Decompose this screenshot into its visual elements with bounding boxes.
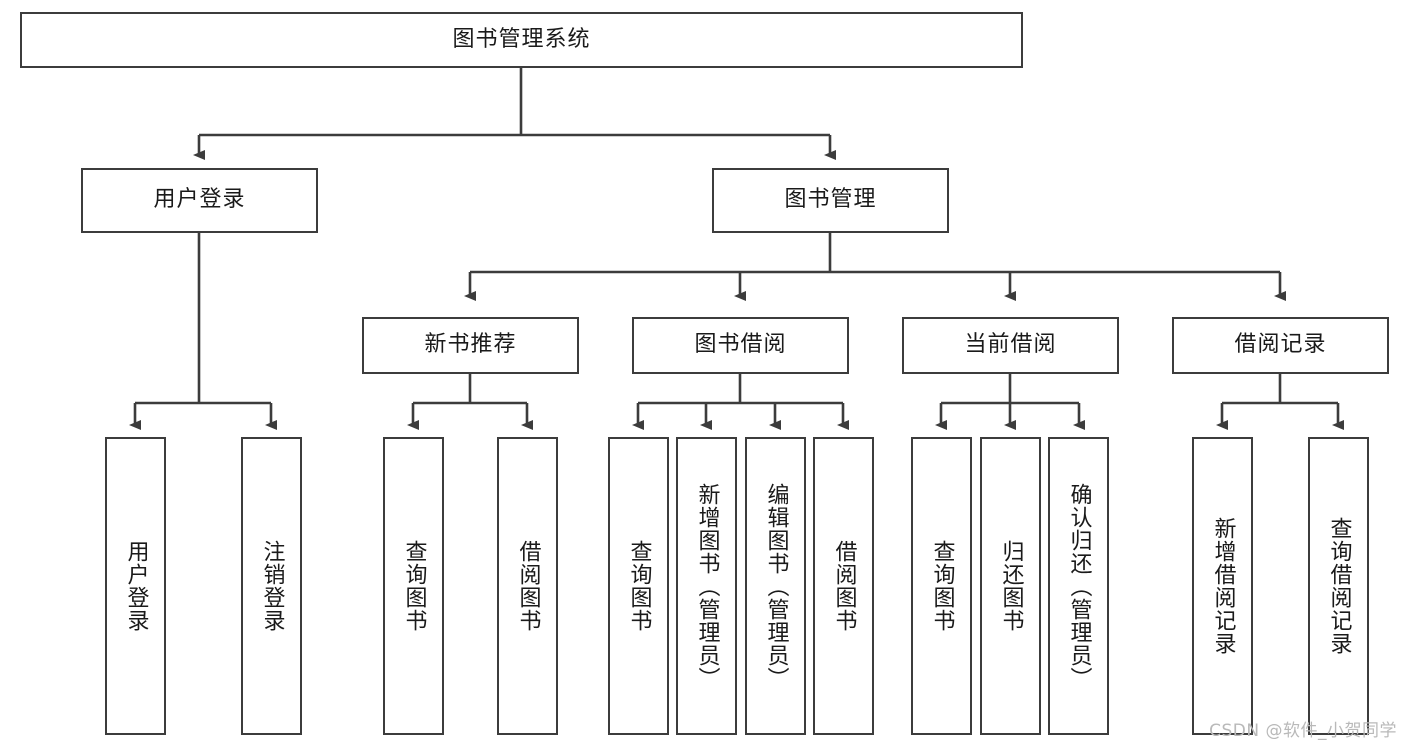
node-label: 归还图书 xyxy=(998,540,1024,632)
leaf-edit-book-admin[interactable]: 编辑图书（管理员） xyxy=(745,437,806,735)
node-label: 查询借阅记录 xyxy=(1326,517,1352,655)
node-label: 用户登录 xyxy=(153,187,246,213)
node-current-borrow[interactable]: 当前借阅 xyxy=(902,317,1119,374)
leaf-query-book-current[interactable]: 查询图书 xyxy=(911,437,972,735)
node-label: 查询图书 xyxy=(626,540,652,632)
leaf-query-book-borrow[interactable]: 查询图书 xyxy=(608,437,669,735)
csdn-watermark: CSDN @软件_小贺同学 xyxy=(1209,721,1397,741)
node-label: 确认归还（管理员） xyxy=(1066,482,1092,690)
node-label: 新增借阅记录 xyxy=(1210,517,1236,655)
leaf-confirm-return-admin[interactable]: 确认归还（管理员） xyxy=(1048,437,1109,735)
node-label: 借阅记录 xyxy=(1234,332,1327,358)
node-label: 借阅图书 xyxy=(831,540,857,632)
node-label: 注销登录 xyxy=(259,540,285,632)
node-book-borrow[interactable]: 图书借阅 xyxy=(632,317,849,374)
node-label: 当前借阅 xyxy=(964,332,1057,358)
leaf-user-login[interactable]: 用户登录 xyxy=(105,437,166,735)
node-label: 查询图书 xyxy=(929,540,955,632)
leaf-borrow-book-recommend[interactable]: 借阅图书 xyxy=(497,437,558,735)
node-label: 用户登录 xyxy=(123,540,149,632)
leaf-add-borrow-record[interactable]: 新增借阅记录 xyxy=(1192,437,1253,735)
node-root-book-management-system[interactable]: 图书管理系统 xyxy=(20,12,1023,68)
leaf-logout-login[interactable]: 注销登录 xyxy=(241,437,302,735)
node-label: 图书借阅 xyxy=(694,332,787,358)
node-label: 借阅图书 xyxy=(515,540,541,632)
leaf-query-book-recommend[interactable]: 查询图书 xyxy=(383,437,444,735)
node-user-login[interactable]: 用户登录 xyxy=(81,168,318,233)
node-borrow-record[interactable]: 借阅记录 xyxy=(1172,317,1389,374)
node-label: 编辑图书（管理员） xyxy=(763,482,789,690)
leaf-query-borrow-record[interactable]: 查询借阅记录 xyxy=(1308,437,1369,735)
node-label: 图书管理 xyxy=(784,187,877,213)
node-label: 新书推荐 xyxy=(424,332,517,358)
leaf-add-book-admin[interactable]: 新增图书（管理员） xyxy=(676,437,737,735)
node-label: 新增图书（管理员） xyxy=(694,482,720,690)
node-new-book-recommend[interactable]: 新书推荐 xyxy=(362,317,579,374)
leaf-borrow-book-borrow[interactable]: 借阅图书 xyxy=(813,437,874,735)
node-label: 图书管理系统 xyxy=(452,26,591,52)
node-book-management[interactable]: 图书管理 xyxy=(712,168,949,233)
leaf-return-book[interactable]: 归还图书 xyxy=(980,437,1041,735)
node-label: 查询图书 xyxy=(401,540,427,632)
